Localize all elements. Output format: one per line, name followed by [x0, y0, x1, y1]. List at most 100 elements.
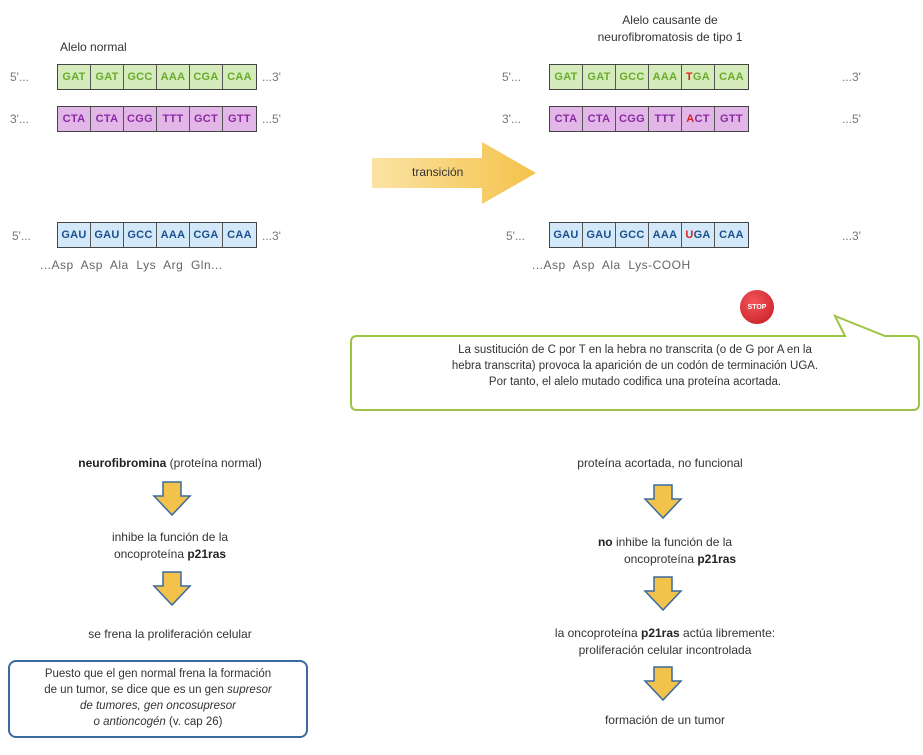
codon: CAA	[715, 223, 748, 247]
right-step-uncontrolled-proliferation: la oncoproteína p21ras actúa libremente:…	[495, 625, 835, 659]
codon: AAA	[649, 223, 682, 247]
callout-line1: La sustitución de C por T en la hebra no…	[458, 344, 812, 356]
callout-text: La sustitución de C por T en la hebra no…	[355, 342, 915, 390]
codon: CTA	[91, 107, 124, 131]
codon: CAA	[223, 223, 256, 247]
codon: GCC	[124, 223, 157, 247]
codon: AAA	[157, 223, 190, 247]
codon: CGA	[190, 65, 223, 89]
stop-sign-icon: STOP	[740, 290, 774, 324]
no-inhibit-rest: inhibe la función de la	[612, 535, 733, 549]
codon: GAU	[550, 223, 583, 247]
left-step-proliferation-stopped: se frena la proliferación celular	[88, 627, 252, 641]
codon-rest: GA	[692, 71, 711, 83]
codon: GAU	[91, 223, 124, 247]
free-action-pre: la oncoproteína	[554, 626, 641, 640]
codon: GAU	[583, 223, 616, 247]
right-step-tumor: formación de un tumor	[604, 713, 726, 727]
neurofibromin-rest: (proteína normal)	[166, 456, 262, 470]
codon: GAT	[91, 65, 124, 89]
codon: GCC	[616, 223, 649, 247]
inhibits-line1: inhibe la función de la	[111, 530, 229, 544]
codon: CGG	[616, 107, 649, 131]
codon: AAA	[157, 65, 190, 89]
transition-label: transición	[412, 165, 464, 179]
uncontrolled-line: proliferación celular incontrolada	[578, 643, 752, 657]
stop-label: STOP	[747, 303, 767, 311]
codon: TTT	[649, 107, 682, 131]
note-line2: de un tumor, se dice que es un gen supre…	[10, 682, 306, 698]
right-title-line1: Alelo causante de	[622, 13, 718, 27]
callout-bubble-icon	[350, 314, 920, 411]
codon: GCC	[124, 65, 157, 89]
codon: GAT	[58, 65, 91, 89]
note-line4: o antioncogén (v. cap 26)	[10, 714, 306, 730]
mutated-base: A	[686, 113, 695, 125]
codon: CGG	[124, 107, 157, 131]
left-step-inhibits: inhibe la función de la oncoproteína p21…	[30, 529, 310, 563]
right-step-no-inhibit: no inhibe la función de la oncoproteína …	[520, 534, 810, 568]
codon-rest: GA	[693, 229, 711, 241]
left-mrna-end: ...3'	[262, 229, 281, 243]
left-dna-top-end: ...3'	[262, 70, 281, 84]
left-dna-top-strand: GAT GAT GCC AAA CGA CAA	[57, 64, 257, 90]
down-arrow-icon	[152, 481, 192, 517]
left-dna-top-start: 5'...	[10, 70, 29, 84]
free-action-rest: actúa libremente:	[679, 626, 776, 640]
left-mrna-strand: GAU GAU GCC AAA CGA CAA	[57, 222, 257, 248]
down-arrow-icon	[643, 484, 683, 520]
codon: CTA	[58, 107, 91, 131]
left-mrna-start: 5'...	[12, 229, 31, 243]
callout-line3: Por tanto, el alelo mutado codifica una …	[488, 376, 782, 388]
right-mrna-start: 5'...	[506, 229, 525, 243]
oncoprotein-text: oncoproteína	[623, 552, 698, 566]
free-action-line: la oncoproteína p21ras actúa libremente:	[495, 625, 835, 642]
left-dna-bottom-start: 3'...	[10, 112, 29, 126]
codon: CAA	[715, 65, 748, 89]
down-arrow-icon	[643, 576, 683, 612]
note-line1: Puesto que el gen normal frena la formac…	[44, 668, 272, 680]
codon: CTA	[583, 107, 616, 131]
no-bold: no	[597, 535, 613, 549]
codon: TTT	[157, 107, 190, 131]
note-box	[8, 660, 308, 738]
note-line2-italic: supresor	[227, 684, 272, 696]
inhibits-line2: oncoproteína p21ras	[30, 546, 310, 563]
left-dna-bottom-strand: CTA CTA CGG TTT GCT GTT	[57, 106, 257, 132]
codon: GCC	[616, 65, 649, 89]
note-line4-text: (v. cap 26)	[165, 716, 223, 728]
codon: GAU	[58, 223, 91, 247]
down-arrow-icon	[643, 666, 683, 702]
left-title: Alelo normal	[60, 40, 127, 54]
mutated-base: U	[685, 229, 694, 241]
codon: GCT	[190, 107, 223, 131]
codon: GAT	[583, 65, 616, 89]
left-aminoacid-sequence: ...Asp Asp Ala Lys Arg Gln...	[40, 258, 223, 272]
right-aminoacid-sequence: ...Asp Asp Ala Lys-COOH	[532, 258, 691, 272]
p21ras-bold: p21ras	[187, 547, 227, 561]
note-line4-italic: o antioncogén	[93, 716, 166, 728]
neurofibromin-bold: neurofibromina	[78, 456, 167, 470]
codon: GAT	[550, 65, 583, 89]
no-inhibit-line1: no inhibe la función de la	[520, 534, 810, 551]
right-mrna-end: ...3'	[842, 229, 861, 243]
mutated-base: T	[685, 71, 693, 83]
note-text: Puesto que el gen normal frena la formac…	[10, 666, 306, 730]
note-line3: de tumores, gen oncosupresor	[10, 698, 306, 714]
codon: AAA	[649, 65, 682, 89]
right-title-line2: neurofibromatosis de tipo 1	[597, 30, 743, 44]
right-dna-bottom-start: 3'...	[502, 112, 521, 126]
right-dna-top-start: 5'...	[502, 70, 521, 84]
note-line2-text: de un tumor, se dice que es un gen	[44, 684, 228, 696]
right-dna-top-end: ...3'	[842, 70, 861, 84]
p21ras-bold: p21ras	[697, 552, 737, 566]
note-line3-italic: de tumores, gen oncosupresor	[80, 700, 236, 712]
p21ras-bold: p21ras	[640, 626, 680, 640]
codon: CAA	[223, 65, 256, 89]
transition-arrow-icon	[372, 142, 536, 204]
